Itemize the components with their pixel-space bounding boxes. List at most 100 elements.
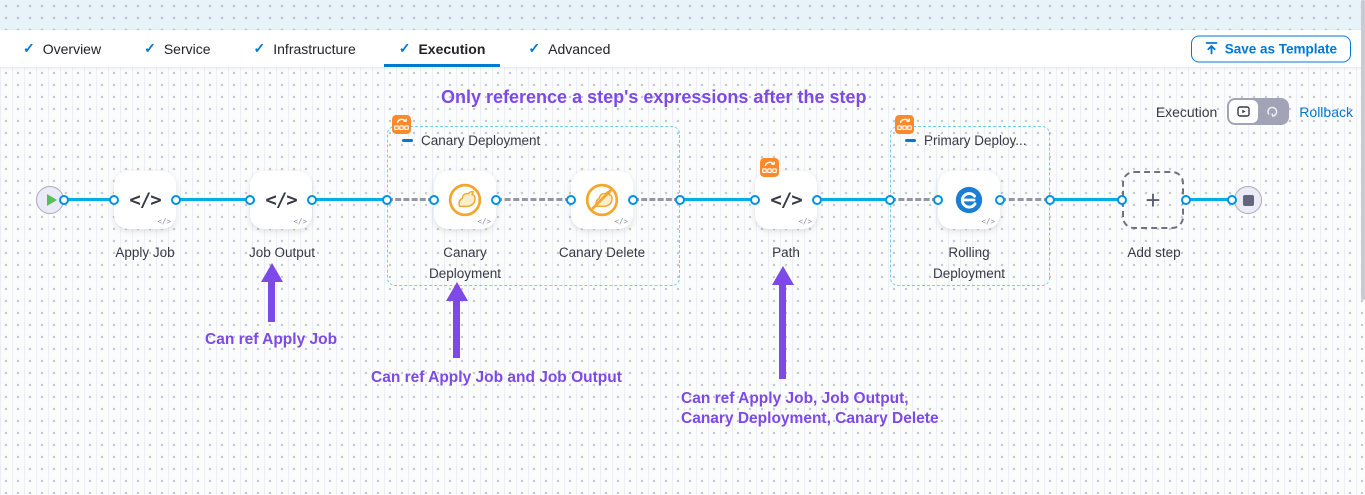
add-step-label: Add step xyxy=(1127,245,1181,260)
connector-port xyxy=(675,195,685,205)
group-title: Primary Deploy... xyxy=(905,133,1027,148)
connector-port xyxy=(885,195,895,205)
edge xyxy=(1186,198,1232,201)
annotation-arrow xyxy=(772,266,794,285)
tab-label: Infrastructure xyxy=(273,40,356,57)
group-primary-deployment[interactable]: Primary Deploy... xyxy=(890,115,1050,286)
connector-port xyxy=(59,195,69,205)
pipeline-end-node xyxy=(1234,186,1262,214)
edge xyxy=(312,198,387,201)
edge xyxy=(680,198,755,201)
group-title-text: Primary Deploy... xyxy=(924,133,1027,148)
annotation-arrow xyxy=(268,281,275,322)
connector-port xyxy=(628,195,638,205)
connector-port xyxy=(429,195,439,205)
check-icon: ✓ xyxy=(253,40,266,56)
annotation-note-3: Can ref Apply Job, Job Output, Canary De… xyxy=(681,389,939,428)
edge xyxy=(496,198,571,201)
vertical-scrollbar[interactable] xyxy=(1361,0,1365,300)
upload-icon xyxy=(1205,42,1218,56)
execution-mode-label: Execution xyxy=(1155,103,1218,120)
add-step-button[interactable]: + xyxy=(1122,171,1184,229)
step-label: Path xyxy=(772,245,800,260)
tab-label: Service xyxy=(163,40,211,57)
tab-service[interactable]: ✓ Service xyxy=(129,30,225,67)
annotation-arrow xyxy=(446,282,468,301)
save-as-template-label: Save as Template xyxy=(1224,41,1337,56)
code-corner-icon: </> xyxy=(477,217,491,226)
edge xyxy=(633,198,680,201)
edge xyxy=(1050,198,1122,201)
save-as-template-button[interactable]: Save as Template xyxy=(1190,35,1351,62)
looping-strategy-badge[interactable] xyxy=(760,158,779,177)
step-label: Canary Deployment xyxy=(428,245,502,281)
execution-steps-icon xyxy=(1236,104,1251,119)
canary-delete-icon xyxy=(584,182,620,218)
connector-port xyxy=(1227,195,1237,205)
step-apply-job[interactable]: </> </> xyxy=(114,171,176,229)
code-corner-icon: </> xyxy=(293,217,307,226)
canvas-top-strip xyxy=(0,0,1365,30)
execution-toggle-segment[interactable] xyxy=(1229,100,1259,123)
tab-execution[interactable]: ✓ Execution xyxy=(383,30,501,67)
annotation-heading: Only reference a step's expressions afte… xyxy=(441,87,867,107)
shell-script-icon: </> xyxy=(770,189,802,211)
tab-label: Advanced xyxy=(548,40,611,57)
connector-port xyxy=(109,195,119,205)
check-icon: ✓ xyxy=(23,40,35,56)
stop-icon xyxy=(1242,194,1254,206)
stage-tabbar: ✓ Overview ✓ Service ✓ Infrastructure ✓ … xyxy=(0,30,1365,67)
annotation-arrow xyxy=(779,284,786,379)
shell-script-icon: </> xyxy=(129,189,161,211)
collapse-icon[interactable] xyxy=(905,139,916,142)
step-label: Apply Job xyxy=(115,245,175,260)
annotation-note-2: Can ref Apply Job and Job Output xyxy=(371,369,622,386)
annotation-note-3-line-1: Can ref Apply Job, Job Output, xyxy=(681,390,909,407)
step-label: Job Output xyxy=(248,245,316,260)
annotation-note-3-line-2: Canary Deployment, Canary Delete xyxy=(681,409,939,427)
looping-strategy-badge[interactable] xyxy=(392,115,411,134)
step-rolling-deployment[interactable]: </> xyxy=(938,171,1000,229)
code-corner-icon: </> xyxy=(798,217,812,226)
edge xyxy=(1000,198,1050,201)
annotation-arrow xyxy=(453,300,460,358)
group-canary-deployment[interactable]: Canary Deployment xyxy=(387,115,680,286)
check-icon: ✓ xyxy=(398,40,411,56)
edge xyxy=(890,198,938,201)
group-title: Canary Deployment xyxy=(402,133,540,148)
canary-icon xyxy=(447,182,483,218)
check-icon: ✓ xyxy=(528,40,541,56)
tab-advanced[interactable]: ✓ Advanced xyxy=(513,30,625,67)
tab-label: Overview xyxy=(42,40,102,57)
rollback-arrow-icon xyxy=(1265,104,1280,119)
group-title-text: Canary Deployment xyxy=(421,133,541,148)
step-canary-delete[interactable]: </> xyxy=(571,171,633,229)
looping-strategy-badge[interactable] xyxy=(895,115,914,134)
play-icon xyxy=(47,194,57,206)
connector-port xyxy=(566,195,576,205)
step-job-output[interactable]: </> </> xyxy=(250,171,312,229)
step-label: Canary Delete xyxy=(558,245,646,260)
shell-script-icon: </> xyxy=(265,189,297,211)
edge xyxy=(387,198,434,201)
rollback-link[interactable]: Rollback xyxy=(1299,103,1353,120)
pipeline-canvas[interactable]: Only reference a step's expressions afte… xyxy=(0,67,1365,495)
tab-infrastructure[interactable]: ✓ Infrastructure xyxy=(239,30,371,67)
tab-overview[interactable]: ✓ Overview xyxy=(8,30,116,67)
rollback-toggle-segment[interactable] xyxy=(1258,100,1287,123)
edge xyxy=(176,198,250,201)
code-corner-icon: </> xyxy=(157,217,171,226)
connector-port xyxy=(245,195,255,205)
code-corner-icon: </> xyxy=(981,217,995,226)
collapse-icon[interactable] xyxy=(402,139,413,142)
connector-port xyxy=(750,195,760,205)
step-path[interactable]: </> </> xyxy=(755,171,817,229)
step-label: Rolling Deployment xyxy=(932,245,1006,281)
connector-port xyxy=(1117,195,1127,205)
code-corner-icon: </> xyxy=(614,217,628,226)
step-canary-deployment[interactable]: </> xyxy=(434,171,496,229)
connector-port xyxy=(1181,195,1191,205)
edge xyxy=(817,198,890,201)
execution-rollback-toggle[interactable] xyxy=(1227,98,1290,125)
